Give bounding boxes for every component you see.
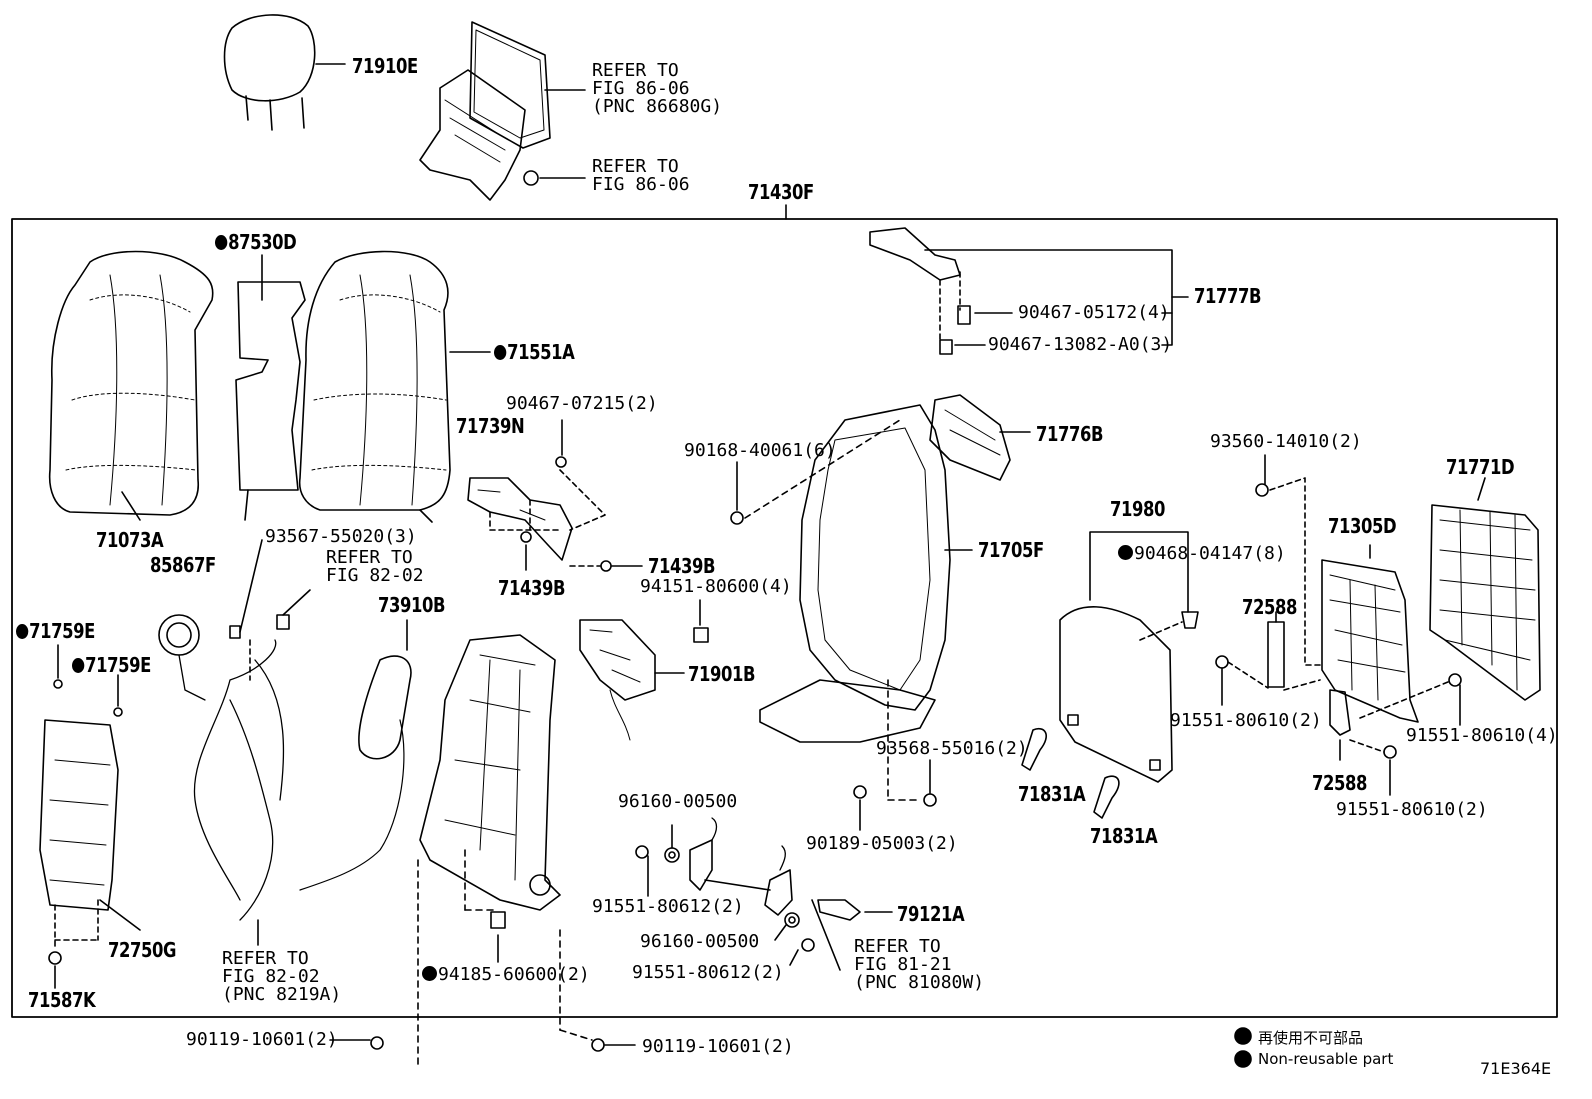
legend-dot-jp [1234, 1027, 1252, 1045]
label-94185-60600: 94185-60600(2) [422, 966, 590, 984]
label-72588-b: 72588 [1312, 771, 1368, 795]
label-71430F: 71430F [748, 180, 814, 204]
back-board-assy-drawing [1215, 454, 1541, 796]
label-71439B-a: 71439B [648, 554, 716, 578]
bracket-71739N-drawing [467, 419, 643, 572]
label-71439B-b: 71439B [498, 576, 566, 600]
assembly-frame [11, 218, 1558, 1018]
legend-non-reusable: Non-reusable part [1258, 1050, 1394, 1068]
label-71739N: 71739N [456, 414, 525, 438]
label-90119-10601-a: 90119-10601(2) [186, 1029, 338, 1050]
label-93560-14010: 93560-14010(2) [1210, 431, 1362, 452]
label-71831A-b: 71831A [1090, 824, 1158, 848]
label-71587K: 71587K [28, 988, 96, 1012]
label-94151-80600: 94151-80600(4) [640, 576, 792, 597]
label-91551-80612-a: 91551-80612(2) [592, 896, 744, 917]
back-board-drawing [730, 394, 1031, 831]
label-71073A: 71073A [96, 528, 164, 552]
label-96160-00500-a: 96160-00500 [618, 791, 738, 812]
heater-drawing [235, 254, 306, 521]
seatback-cover-drawing [48, 250, 214, 521]
label-71551A: 71551A [494, 342, 575, 362]
label-71305D: 71305D [1328, 514, 1397, 538]
label-71901B: 71901B [688, 662, 756, 686]
label-71705F: 71705F [978, 538, 1044, 562]
label-91551-80612-b: 91551-80612(2) [632, 962, 784, 983]
label-90467-13082: 90467-13082-A0(3) [988, 334, 1173, 355]
label-90467-07215: 90467-07215(2) [506, 393, 658, 414]
label-71776B: 71776B [1036, 422, 1104, 446]
recliner-drawing [635, 817, 893, 971]
wire-harness-drawing [158, 539, 311, 946]
lumbar-motor-drawing [579, 599, 709, 741]
label-79121A: 79121A [897, 902, 965, 926]
label-71777B: 71777B [1194, 284, 1262, 308]
label-91551-80610-c: 91551-80610(2) [1336, 799, 1488, 820]
label-96160-00500-b: 96160-00500 [640, 931, 760, 952]
label-91551-80610-b: 91551-80610(4) [1406, 725, 1558, 746]
label-87530D: 87530D [215, 232, 297, 252]
label-71771D: 71771D [1446, 455, 1515, 479]
label-90168-40061: 90168-40061(6) [684, 440, 836, 461]
label-71759E-a: 71759E [16, 621, 95, 641]
label-90119-10601-b: 90119-10601(2) [642, 1036, 794, 1057]
label-90467-05172: 90467-05172(4) [1018, 302, 1170, 323]
label-90468-04147: 90468-04147(8) [1118, 545, 1286, 563]
back-panel-drawing [1021, 531, 1199, 819]
label-73910B: 73910B [378, 593, 446, 617]
label-85867F: 85867F [150, 553, 216, 577]
label-72588-a: 72588 [1242, 595, 1298, 619]
label-71759E-b: 71759E [72, 655, 151, 675]
figure-code: 71E364E [1480, 1059, 1552, 1078]
monitor-drawing [419, 21, 586, 201]
legend-japanese: 再使用不可部品 [1258, 1029, 1364, 1047]
label-93567-55020: 93567-55020(3) [265, 526, 417, 547]
trim-rail-drawing [869, 227, 1189, 355]
label-71910E: 71910E [352, 54, 418, 78]
seat-frame-drawing [299, 619, 636, 1066]
label-72750G: 72750G [108, 938, 177, 962]
label-91551-80610-a: 91551-80610(2) [1170, 710, 1322, 731]
legend-dot-en [1234, 1050, 1252, 1068]
headrest-drawing [223, 14, 346, 131]
label-90189-05003: 90189-05003(2) [806, 833, 958, 854]
label-71831A-a: 71831A [1018, 782, 1086, 806]
seat-plate-drawing [39, 644, 141, 989]
seatback-pad-drawing [298, 250, 491, 523]
label-71980: 71980 [1110, 497, 1166, 521]
label-93568-55016: 93568-55016(2) [876, 738, 1028, 759]
